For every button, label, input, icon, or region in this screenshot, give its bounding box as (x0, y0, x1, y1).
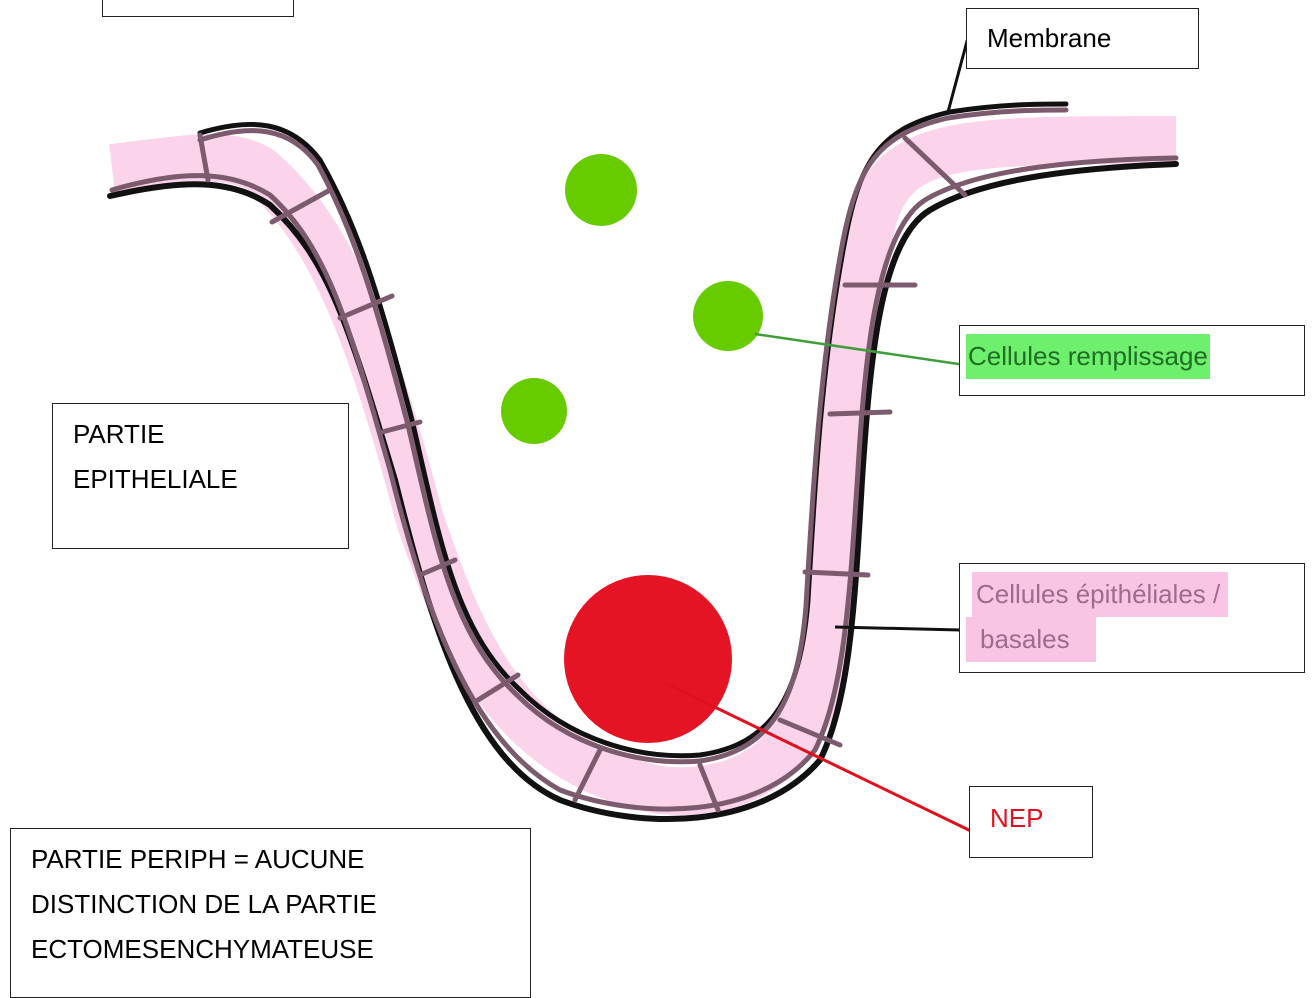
cell-divider (830, 412, 890, 414)
filling-cell (501, 378, 567, 444)
membrane-label-box: Membrane (966, 8, 1199, 69)
cell-divider (805, 572, 868, 575)
nep-circle (564, 575, 732, 743)
nep-label: NEP (990, 796, 1043, 841)
nep-label-box: NEP (969, 786, 1093, 858)
filling-cells-label: Cellules remplissage (966, 334, 1210, 379)
membrane-label: Membrane (987, 16, 1111, 61)
epithelial-cells-label-box: Cellules épithéliales / basales (959, 563, 1305, 673)
filling-cell (565, 154, 637, 226)
epithelial-cells-label-line1: Cellules épithéliales / (972, 572, 1228, 617)
epithelial-part-label-line2: EPITHELIALE (73, 457, 238, 502)
filling-cell (693, 281, 763, 351)
peripheral-part-label-line3: ECTOMESENCHYMATEUSE (31, 927, 374, 972)
epithelial-cells-label-line2: basales (966, 617, 1096, 662)
empty-label-box (102, 0, 294, 17)
peripheral-part-label-line2: DISTINCTION DE LA PARTIE (31, 882, 377, 927)
epithelial-part-label-box: PARTIE EPITHELIALE (52, 403, 349, 549)
epithelial-part-label-line1: PARTIE (73, 412, 165, 457)
peripheral-part-label-line1: PARTIE PERIPH = AUCUNE (31, 837, 365, 882)
peripheral-part-label-box: PARTIE PERIPH = AUCUNE DISTINCTION DE LA… (10, 828, 531, 998)
filling-cells-label-box: Cellules remplissage (959, 325, 1305, 396)
